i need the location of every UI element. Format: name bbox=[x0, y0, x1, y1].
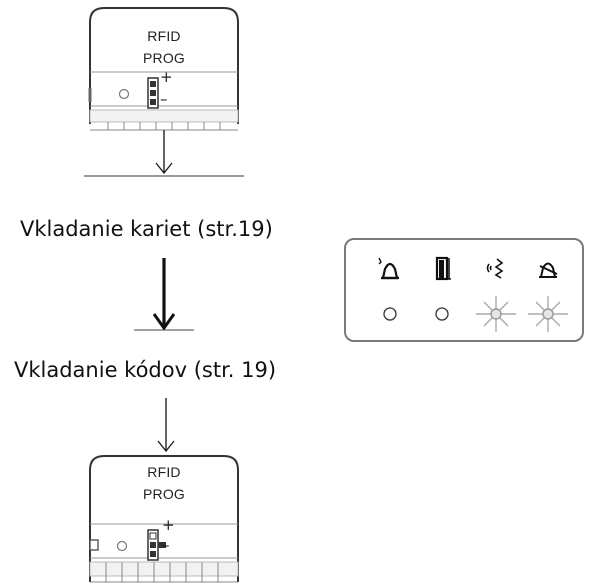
main-flow-arrow bbox=[134, 258, 194, 331]
bottom-plus-sign: + bbox=[162, 516, 175, 534]
led-4-blinking bbox=[528, 296, 568, 332]
top-minus-sign: – bbox=[160, 90, 168, 108]
top-module-body bbox=[88, 7, 239, 131]
top-plus-sign: + bbox=[160, 68, 173, 86]
top-label-rfid: RFID bbox=[147, 28, 181, 44]
top-flow-arrow bbox=[84, 130, 244, 177]
top-label-prog: PROG bbox=[142, 50, 186, 66]
led-2-off bbox=[435, 307, 449, 321]
bottom-label-prog: PROG bbox=[142, 486, 186, 502]
top-led-indicator bbox=[118, 88, 130, 100]
led-status-panel bbox=[344, 238, 584, 342]
speaker-icon bbox=[486, 258, 504, 279]
bell-off-icon bbox=[539, 262, 558, 278]
bottom-flow-arrow bbox=[157, 398, 175, 453]
door-icon bbox=[435, 256, 451, 281]
alarm-bell-icon bbox=[378, 257, 399, 280]
led-1-off bbox=[383, 307, 397, 321]
bottom-label-rfid: RFID bbox=[147, 464, 181, 480]
led-3-blinking bbox=[476, 296, 516, 332]
step-insert-codes: Vkladanie kódov (str. 19) bbox=[14, 358, 277, 382]
bottom-rfid-module: RFID PROG + – bbox=[88, 454, 240, 586]
bottom-led-indicator bbox=[116, 540, 128, 552]
bottom-module-body bbox=[89, 455, 239, 583]
step-insert-cards: Vkladanie kariet (str.19) bbox=[20, 217, 273, 241]
top-rfid-module: RFID PROG + – bbox=[88, 6, 240, 138]
bottom-minus-sign: – bbox=[162, 536, 170, 554]
